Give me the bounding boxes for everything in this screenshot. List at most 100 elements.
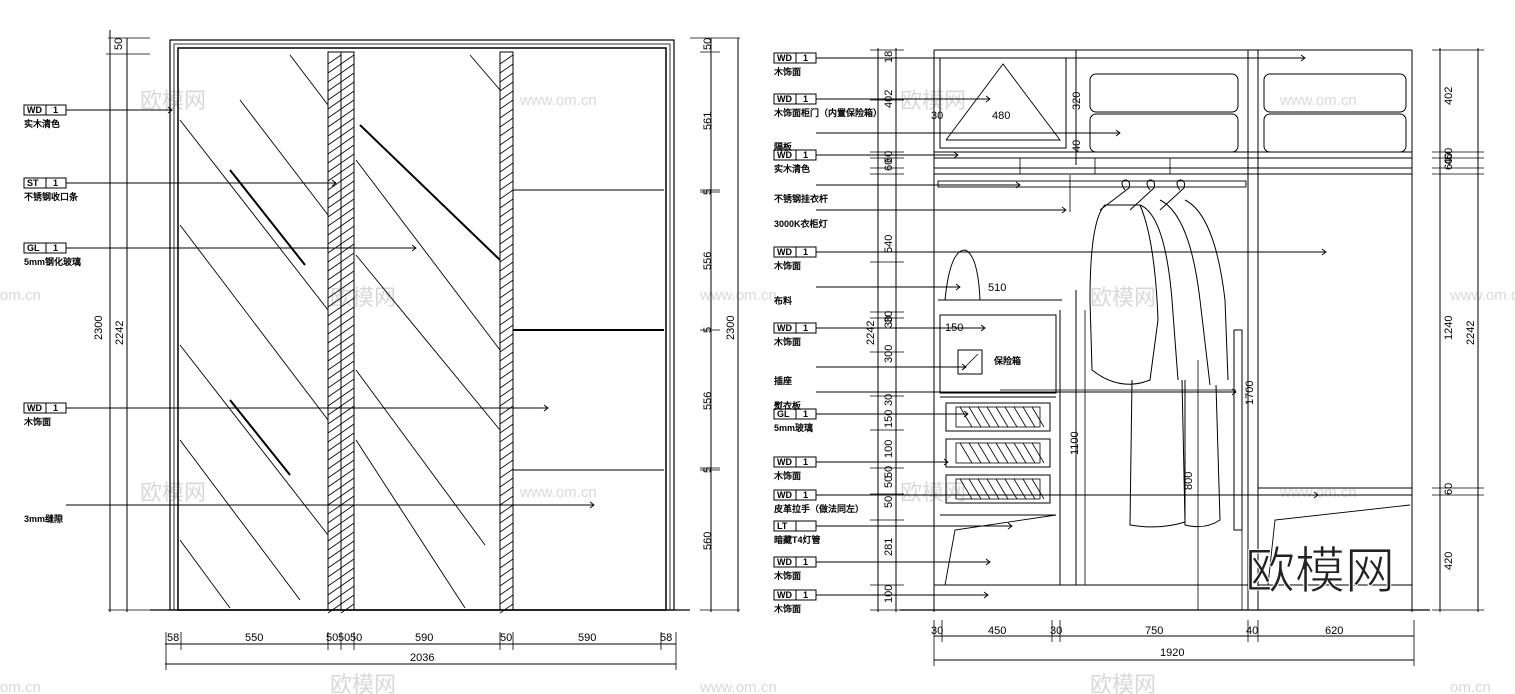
leader-arrow bbox=[543, 404, 549, 412]
callout-tag: WD bbox=[777, 247, 792, 257]
watermark-cn: 欧模网 bbox=[900, 88, 966, 113]
watermark-cn: 欧模网 bbox=[1090, 672, 1156, 694]
brand-logo: 欧模网 bbox=[1245, 543, 1395, 599]
leader-arrow bbox=[1015, 181, 1021, 189]
callout-number: 1 bbox=[803, 150, 808, 160]
dim-bottom-total: 2036 bbox=[410, 652, 434, 664]
dim-safe-width: 480 bbox=[992, 110, 1010, 122]
callout-tag: WD bbox=[777, 490, 792, 500]
dim-left-seg: 300 bbox=[883, 345, 895, 363]
dim-h40: 40 bbox=[1071, 140, 1083, 152]
callout: 不锈钢挂衣杆 bbox=[774, 181, 1021, 204]
watermark-layer: 欧模网 www.om.cn 欧模网 om.cn 欧模网 www.om.cn 欧模… bbox=[0, 88, 1515, 694]
dim-left-seg: 281 bbox=[883, 538, 895, 556]
left-dimension-texts: 50 2300 2242 50 561 5 556 5 556 5 560 23… bbox=[93, 38, 737, 664]
watermark-url: www.om.cn bbox=[519, 92, 597, 109]
dim-bottom-total: 1920 bbox=[1160, 647, 1184, 659]
dim-top: 50 bbox=[113, 38, 125, 50]
callout: WD 1 木饰面柜门（内置保险箱） bbox=[773, 93, 991, 118]
dim-right-seg: 561 bbox=[702, 112, 714, 130]
callout-tag: WD bbox=[777, 150, 792, 160]
dim-left-seg: 30 bbox=[883, 316, 895, 328]
callout-label: 木饰面 bbox=[773, 603, 801, 614]
leader-arrow bbox=[1300, 54, 1306, 62]
callout-tag: WD bbox=[777, 323, 792, 333]
dim-left-total: 2242 bbox=[865, 321, 877, 345]
drawer-hatching bbox=[959, 406, 1045, 500]
watermark-url: www.om.cn bbox=[699, 679, 777, 694]
watermark-cn: 欧模网 bbox=[1090, 285, 1156, 310]
watermark-url: www.om.cn bbox=[1279, 484, 1357, 501]
dim-bottom-seg: 58 bbox=[660, 632, 672, 644]
callout-label: 3000K衣柜灯 bbox=[774, 218, 828, 229]
leader-arrow bbox=[411, 244, 417, 252]
leader-arrow bbox=[963, 410, 969, 418]
leader-arrow bbox=[1231, 388, 1237, 396]
dim-height-inner: 2242 bbox=[114, 321, 126, 345]
dim-left-seg: 50 bbox=[883, 496, 895, 508]
callout-label: 木饰面 bbox=[23, 416, 51, 427]
dim-right-seg: 50 bbox=[702, 38, 714, 50]
dim-bottom-seg: 50 bbox=[500, 632, 512, 644]
leader-arrow bbox=[331, 179, 337, 187]
callout-number: 1 bbox=[53, 243, 58, 253]
dim-right-seg: 556 bbox=[702, 252, 714, 270]
callout-label: 布料 bbox=[773, 295, 792, 306]
leader-arrow bbox=[985, 558, 991, 566]
callout-tag: WD bbox=[777, 94, 792, 104]
dim-left-seg: 150 bbox=[883, 410, 895, 428]
leader-arrow bbox=[961, 363, 967, 371]
callout: 插座 bbox=[774, 363, 967, 386]
callout-tag: WD bbox=[777, 557, 792, 567]
callout: 熨衣板 bbox=[774, 388, 1237, 411]
leader-arrow bbox=[1115, 129, 1121, 137]
dim-h1700: 1700 bbox=[1244, 381, 1256, 405]
safe-label: 保险箱 bbox=[993, 355, 1021, 366]
watermark-cn: 欧模网 bbox=[140, 480, 206, 505]
callout-number-box bbox=[795, 520, 817, 532]
dim-left-seg: 60 bbox=[883, 151, 895, 163]
callout-label: 木饰面柜门（内置保险箱） bbox=[773, 107, 882, 118]
leader-arrow bbox=[955, 283, 961, 291]
callout-number: 1 bbox=[803, 94, 808, 104]
leader-arrow bbox=[589, 501, 595, 509]
dim-bottom-seg: 590 bbox=[578, 632, 596, 644]
watermark-url: www.om.cn bbox=[519, 484, 597, 501]
callout-tag: GL bbox=[27, 243, 40, 253]
dim-right-seg: 560 bbox=[702, 532, 714, 550]
glass-reflection-lines bbox=[179, 54, 501, 609]
right-inner-labels: 480 30 320 40 510 150 保险箱 1100 800 1700 … bbox=[931, 92, 1343, 659]
callout-label: 隔板 bbox=[774, 141, 793, 152]
watermark-cn: 欧模网 bbox=[330, 285, 396, 310]
dim-right-seg: 1240 bbox=[1443, 316, 1455, 340]
leader-arrow bbox=[1321, 248, 1327, 256]
callout: 3000K衣柜灯 bbox=[774, 206, 1067, 229]
left-elevation bbox=[106, 30, 740, 670]
callout-number: 1 bbox=[803, 323, 808, 333]
dim-h1100: 1100 bbox=[1069, 431, 1081, 455]
dim-right-seg: 5 bbox=[702, 189, 714, 195]
callout-label: 皮革拉手（做法同左） bbox=[773, 503, 864, 514]
callout-label: 实木清色 bbox=[24, 118, 60, 129]
hanging-clothes bbox=[1089, 179, 1229, 528]
callout-label: 木饰面 bbox=[773, 570, 801, 581]
callout-number: 1 bbox=[803, 557, 808, 567]
callout: 布料 bbox=[773, 283, 961, 306]
dim-h800: 800 bbox=[1183, 472, 1195, 490]
dim-h320: 320 bbox=[1071, 92, 1083, 110]
dim-left-seg: 30 bbox=[883, 394, 895, 406]
dim-bottom-seg: 58 bbox=[167, 632, 179, 644]
dim-bottom-seg: 590 bbox=[415, 632, 433, 644]
leader-arrow bbox=[167, 106, 173, 114]
